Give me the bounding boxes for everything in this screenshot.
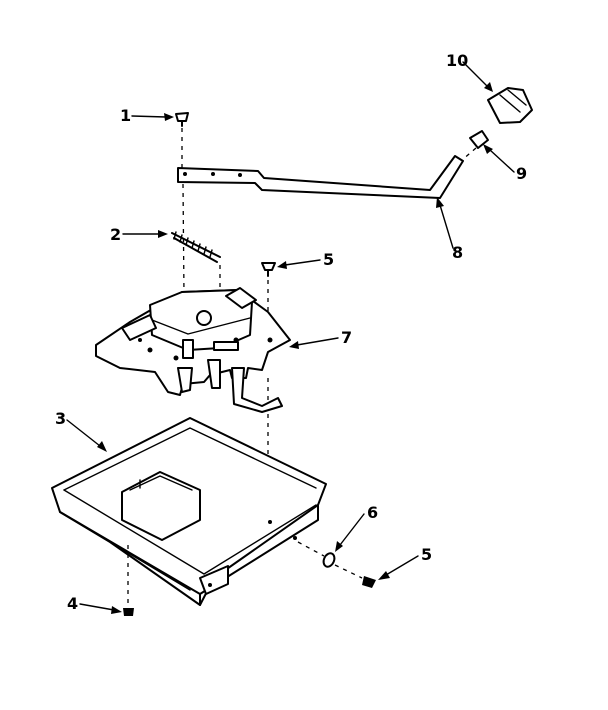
callout-6: 6: [367, 503, 378, 522]
callout-8: 8: [452, 243, 463, 262]
screw-top: [175, 112, 189, 297]
callout-1: 1: [120, 106, 131, 125]
callout-5-upper: 5: [323, 250, 334, 269]
callout-3: 3: [55, 409, 66, 428]
control-rod: [177, 155, 464, 199]
housing-tray: [51, 417, 327, 606]
callout-10: 10: [446, 51, 468, 70]
callout-7: 7: [341, 328, 352, 347]
screw-bottom: [123, 608, 134, 616]
callout-2: 2: [110, 225, 121, 244]
spring: [171, 231, 221, 296]
latch-assembly: [95, 287, 291, 413]
knob: [487, 87, 533, 124]
screw-lower: [362, 576, 376, 588]
leader-lines: [66, 61, 515, 614]
callout-9: 9: [516, 164, 527, 183]
callout-4: 4: [67, 594, 78, 613]
callout-5-lower: 5: [421, 545, 432, 564]
washer: [297, 541, 363, 579]
clip: [461, 130, 489, 161]
